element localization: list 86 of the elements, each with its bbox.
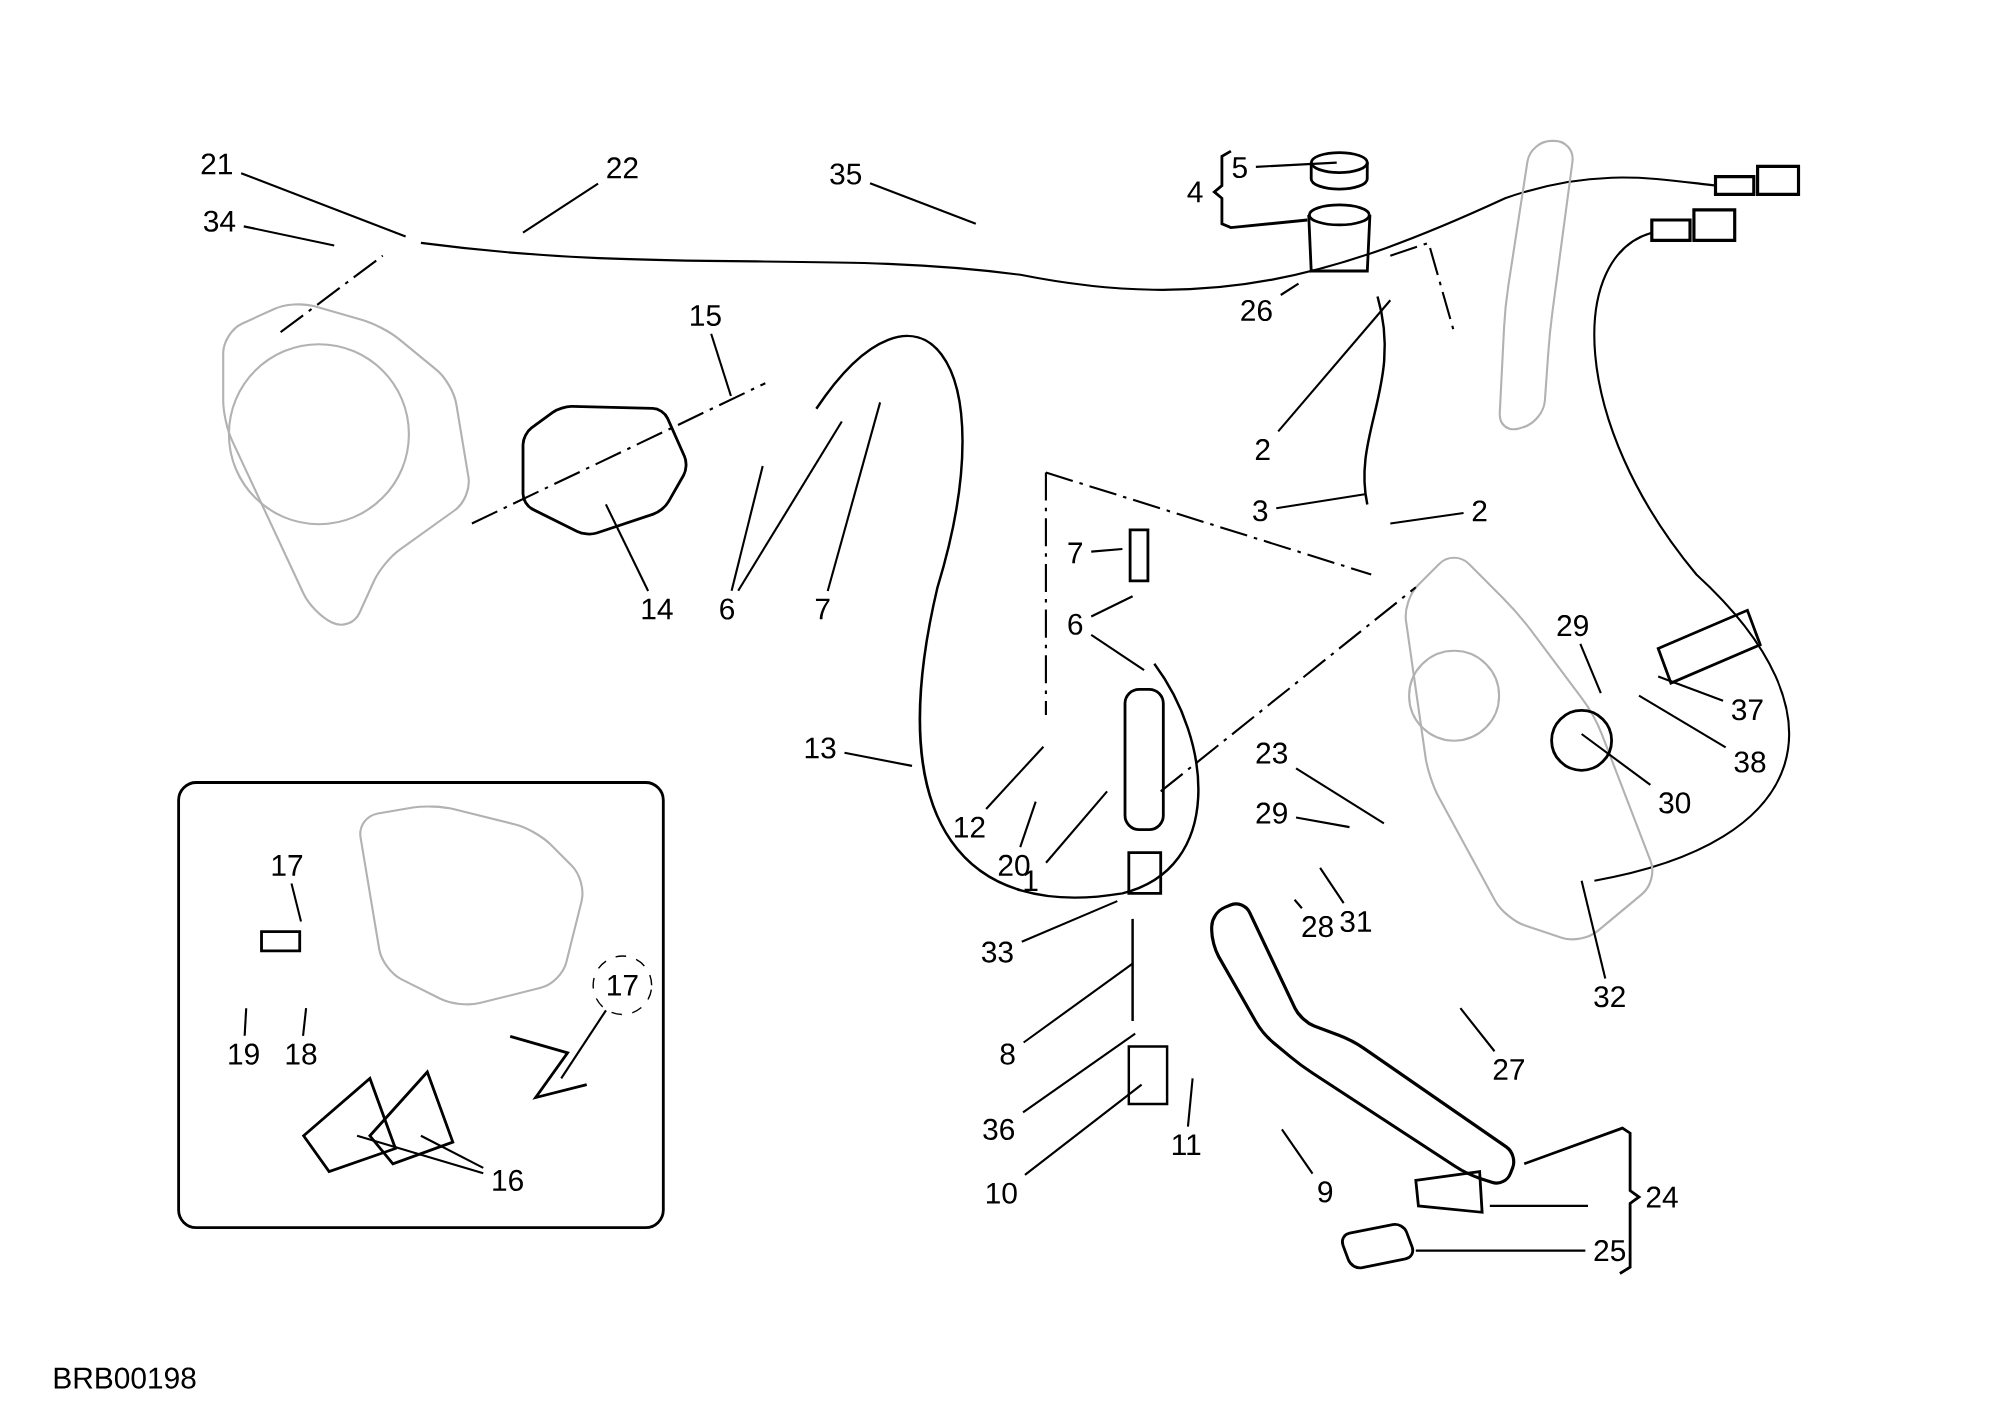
drawing-code: BRB00198 (54, 1367, 196, 1389)
leader-line (1295, 767, 1385, 825)
leader-line (290, 883, 303, 922)
leader-line (240, 172, 406, 238)
leader-line (604, 503, 650, 592)
leader-line (730, 465, 764, 591)
leader-line (710, 333, 732, 397)
leader-line (1579, 643, 1602, 694)
callout-number: 14 (642, 598, 673, 620)
callout-number: 11 (1172, 1134, 1201, 1155)
callout-number: 25 (1594, 1240, 1626, 1262)
leader-line (1390, 512, 1464, 525)
leader-line (522, 182, 599, 234)
callout-number: 3 (1253, 500, 1268, 522)
leader-line (1186, 1078, 1194, 1127)
callout-number: 2 (1472, 500, 1487, 522)
leader-line (356, 1134, 484, 1175)
callout-number: 8 (1000, 1043, 1015, 1065)
leader-line (869, 182, 977, 225)
callout-number: 19 (229, 1043, 259, 1065)
callout-number: 16 (493, 1169, 523, 1191)
leader-line (1295, 816, 1350, 829)
leader-line (1023, 962, 1134, 1044)
leader-line (1580, 880, 1607, 979)
circled-callout-number: 17 (592, 955, 653, 1016)
leader-line (302, 1008, 308, 1036)
callout-number: 38 (1734, 751, 1766, 773)
callout-number: 9 (1318, 1181, 1333, 1203)
leader-line (844, 751, 913, 767)
leader-line (1657, 675, 1724, 702)
callout-number: 7 (815, 598, 830, 620)
leader-line (1021, 900, 1118, 943)
callout-number: 5 (1232, 157, 1247, 179)
leader-line (1319, 867, 1345, 904)
leader-line (560, 1009, 607, 1079)
leader-line (1090, 595, 1134, 618)
leader-line (243, 1008, 248, 1036)
leader-line (1255, 161, 1337, 168)
callout-number: 17 (272, 855, 303, 876)
callout-number: 32 (1594, 986, 1625, 1008)
callout-number: 33 (981, 941, 1013, 963)
leader-line (1091, 547, 1123, 553)
callout-number: 4 (1187, 181, 1203, 203)
leader-line (1022, 1032, 1136, 1114)
callout-number: 36 (983, 1118, 1015, 1140)
leader-line (1019, 801, 1037, 848)
leader-line (1638, 694, 1727, 749)
callout-number: 28 (1302, 916, 1333, 938)
callout-number: 6 (720, 598, 735, 620)
callout-number: 23 (1256, 742, 1288, 764)
leader-line (1459, 1007, 1496, 1052)
leader-line (1293, 899, 1303, 909)
callout-number: 31 (1340, 910, 1372, 933)
leader-line (1045, 790, 1108, 864)
callout-number: 6 (1068, 613, 1083, 635)
leader-line (243, 225, 335, 247)
leader-line (1281, 1128, 1314, 1175)
leader-line (737, 420, 843, 592)
callout-number: 2 (1255, 439, 1270, 460)
leader-line (1024, 1083, 1143, 1176)
leader-line (985, 745, 1045, 810)
callout-number: 18 (286, 1043, 317, 1065)
leader-line (826, 402, 882, 592)
callout-number: 29 (1557, 615, 1588, 637)
leader-line (1090, 634, 1145, 672)
callout-number: 24 (1646, 1186, 1678, 1208)
leader-line (1276, 493, 1365, 510)
leader-line (1581, 733, 1651, 786)
callout-number: 27 (1493, 1059, 1524, 1080)
callout-number: 7 (1068, 542, 1082, 564)
leader-line (1280, 282, 1300, 296)
callout-number: 13 (805, 737, 836, 759)
callout-number: 29 (1256, 802, 1287, 824)
callout-number: 12 (955, 816, 985, 838)
callout-number: 37 (1731, 699, 1763, 721)
callout-number: 26 (1241, 299, 1272, 322)
callout-number: 22 (607, 157, 638, 179)
callout-number: 35 (830, 163, 862, 185)
callout-number: 15 (691, 305, 721, 326)
leader-line (420, 1134, 484, 1169)
callout-number: 34 (203, 210, 236, 232)
leader-line (1415, 1249, 1586, 1252)
callout-number: 30 (1659, 792, 1691, 814)
callout-number: 10 (986, 1182, 1017, 1204)
callout-number: 21 (201, 153, 232, 175)
leader-line (1277, 299, 1392, 432)
